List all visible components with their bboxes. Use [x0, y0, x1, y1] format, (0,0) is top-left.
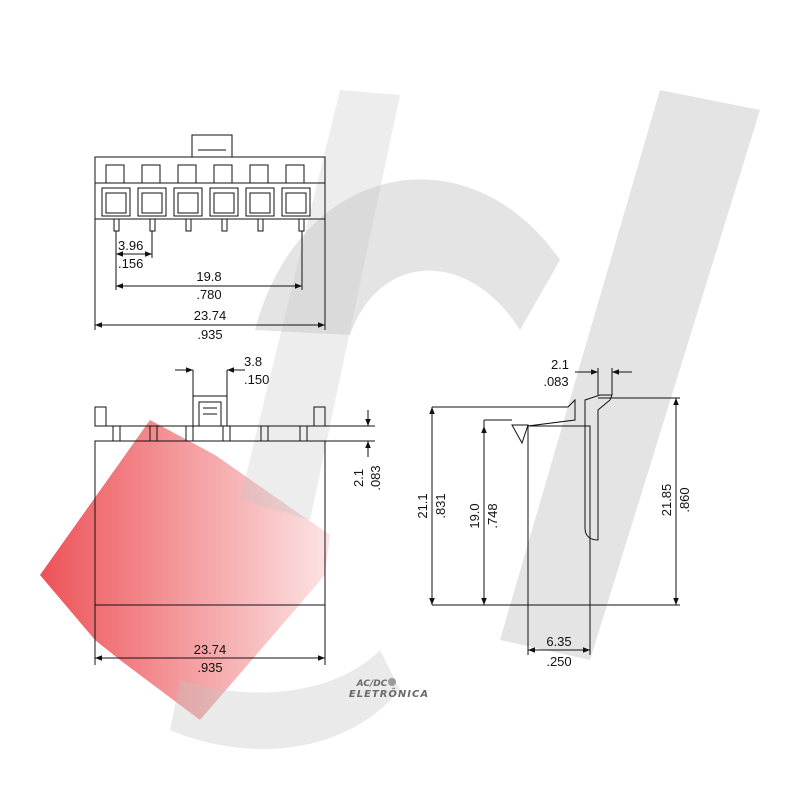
front-latch-in: .150: [244, 372, 269, 387]
side-view: [429, 368, 680, 655]
watermark-gray-slash: [500, 90, 760, 660]
watermark-gray-arc: [255, 179, 560, 335]
side-depth-in: .250: [546, 654, 571, 669]
side-total-h-mm: 21.85: [659, 484, 674, 517]
dimension-labels: 3.96 .156 19.8 .780 23.74 .935 3.8 .150 …: [118, 238, 692, 675]
side-inner-h-mm: 19.0: [467, 503, 482, 528]
side-latch-mm: 2.1: [551, 357, 569, 372]
front-step-mm: 2.1: [351, 469, 366, 487]
front-left-post: [94, 406, 107, 427]
top-width-mm: 23.74: [194, 308, 227, 323]
watermark-gray-bottom: [170, 650, 400, 750]
top-span-mm: 19.8: [196, 269, 221, 284]
top-pitch-mm: 3.96: [118, 238, 143, 253]
front-view: [94, 367, 375, 665]
top-span-in: .780: [196, 287, 221, 302]
logo-line2: ELETRÔNICA: [349, 686, 429, 700]
top-cavities: [101, 164, 311, 217]
front-width-in: .935: [197, 660, 222, 675]
front-width-mm: 23.74: [194, 642, 227, 657]
top-pitch-in: .156: [118, 256, 143, 271]
side-body-h-in: .831: [433, 493, 448, 518]
front-latch-mm: 3.8: [244, 354, 262, 369]
side-inner-h-in: .748: [485, 503, 500, 528]
side-latch-in: .083: [543, 374, 568, 389]
front-latch-outer: [192, 395, 228, 427]
side-total-h-in: .860: [677, 487, 692, 512]
top-view: [94, 134, 326, 330]
front-body: [94, 440, 326, 606]
logo-line1: AC/DC: [356, 679, 388, 689]
side-latch-tooth: [511, 424, 529, 445]
logo-mark-icon: [388, 678, 396, 686]
watermark: [40, 90, 760, 750]
linework: [94, 134, 680, 665]
top-width-in: .935: [197, 327, 222, 342]
front-step-in: .083: [368, 465, 383, 490]
top-latch: [191, 134, 233, 158]
brand-logo: AC/DC ELETRÔNICA: [349, 678, 429, 700]
side-depth-mm: 6.35: [546, 634, 571, 649]
top-pins: [113, 218, 305, 232]
side-body-h-mm: 21.1: [415, 493, 430, 518]
watermark-gray-left: [240, 90, 400, 520]
watermark-red-shape: [40, 420, 330, 720]
top-housing: [94, 156, 326, 220]
